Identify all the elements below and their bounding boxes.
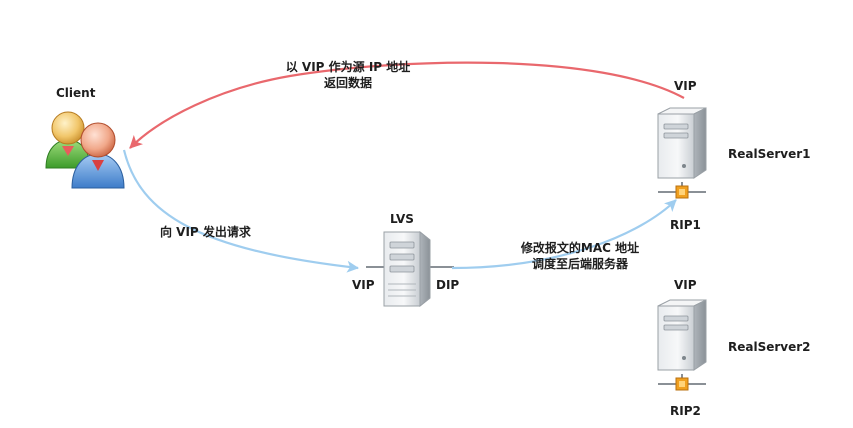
client-label: Client [56, 86, 96, 100]
forward-arrow [451, 199, 677, 270]
lvs-vip-label: VIP [352, 278, 375, 292]
realserver1-vip-label: VIP [674, 79, 697, 93]
realserver1-name: RealServer1 [728, 147, 811, 161]
realserver2-rip-label: RIP2 [670, 404, 701, 418]
realserver2-vip-label: VIP [674, 278, 697, 292]
client-users-icon [45, 111, 125, 189]
lvs-server-icon [366, 230, 454, 308]
realserver1-rip-label: RIP1 [670, 218, 701, 232]
forward-annotation: 修改报文的MAC 地址 调度至后端服务器 [520, 241, 640, 271]
response-arrow [129, 61, 685, 149]
request-annotation: 向 VIP 发出请求 [160, 225, 251, 239]
lvs-label: LVS [390, 212, 414, 226]
realserver2-icon [657, 299, 707, 391]
realserver2-name: RealServer2 [728, 340, 811, 354]
lvs-dip-label: DIP [436, 278, 460, 292]
realserver1-icon [657, 107, 707, 199]
response-annotation: 以 VIP 作为源 IP 地址 返回数据 [285, 60, 411, 90]
request-arrow [122, 149, 359, 273]
